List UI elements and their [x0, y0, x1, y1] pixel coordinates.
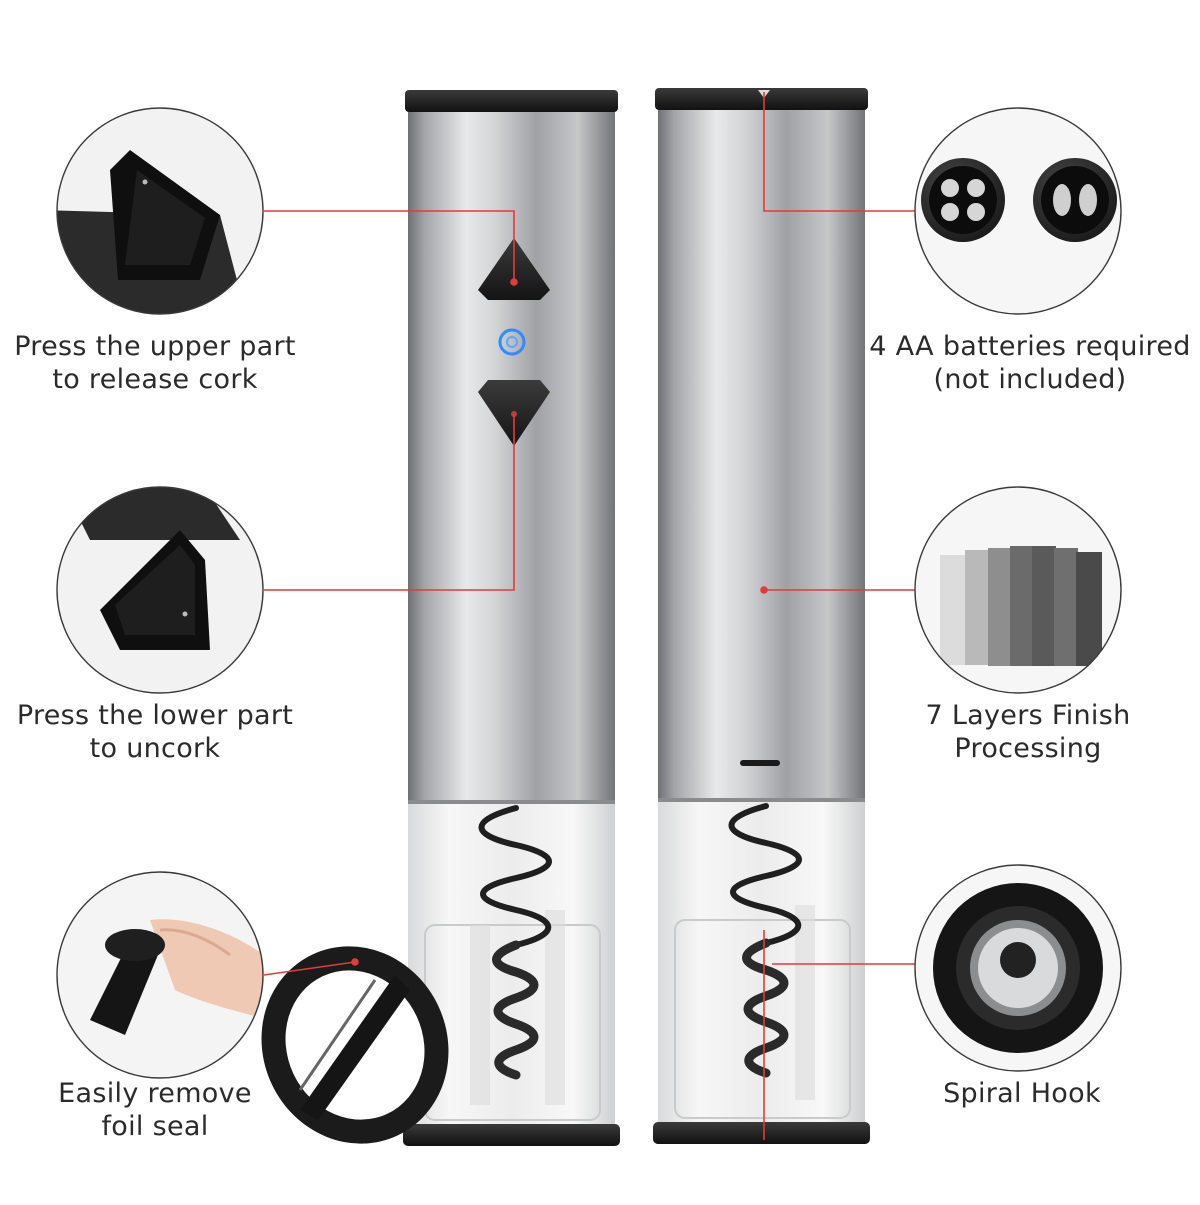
- caption-layers: 7 Layers Finish Processing: [878, 699, 1178, 765]
- caption-batteries-line1: 4 AA batteries required: [869, 331, 1191, 362]
- caption-lower-press: Press the lower part to uncork: [5, 699, 305, 765]
- detail-circle-spiral-hook: [914, 864, 1122, 1072]
- caption-foil: Easily remove foil seal: [5, 1077, 305, 1143]
- power-indicator-icon: [498, 328, 526, 356]
- detail-circle-foil-removal: [56, 871, 264, 1079]
- caption-layers-line2: Processing: [954, 733, 1102, 764]
- detail-circle-batteries: [914, 107, 1122, 315]
- caption-hook-line1: Spiral Hook: [943, 1078, 1101, 1109]
- caption-upper-press-line1: Press the upper part: [14, 331, 296, 362]
- caption-batteries-line2: (not included): [933, 364, 1127, 395]
- detail-circle-upper-button: [56, 107, 264, 315]
- caption-lower-press-line1: Press the lower part: [16, 700, 294, 731]
- caption-foil-line1: Easily remove: [58, 1078, 252, 1109]
- caption-layers-line1: 7 Layers Finish: [925, 700, 1131, 731]
- detail-circle-lower-button: [56, 486, 264, 694]
- caption-upper-press-line2: to release cork: [52, 364, 258, 395]
- opener-left: [403, 90, 620, 1146]
- caption-batteries: 4 AA batteries required (not included): [868, 330, 1192, 396]
- detail-circle-finish-layers: [914, 486, 1122, 694]
- caption-hook: Spiral Hook: [872, 1077, 1172, 1110]
- foil-cutter: [261, 946, 449, 1144]
- caption-foil-line2: foil seal: [101, 1111, 209, 1142]
- pointer-lines: [263, 92, 915, 1140]
- caption-lower-press-line2: to uncork: [89, 733, 221, 764]
- caption-upper-press: Press the upper part to release cork: [5, 330, 305, 396]
- opener-right: [653, 88, 870, 1144]
